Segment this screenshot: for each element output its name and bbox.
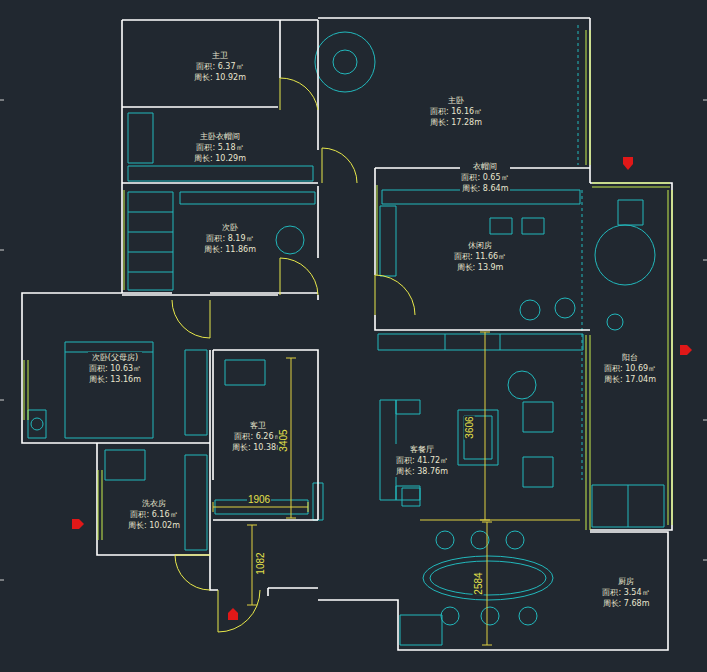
room-area: 次卧面积: 8.19㎡周长: 11.86m (124, 185, 316, 293)
furniture (28, 113, 664, 645)
chair-inner (333, 50, 357, 74)
room-label: 次卧面积: 8.19㎡周长: 11.86m (203, 222, 257, 255)
area-text: 面积: 11.66㎡ (453, 251, 507, 262)
room-name: 主卧衣帽间 (193, 131, 247, 142)
area-text: 面积: 3.54㎡ (601, 587, 650, 598)
room-name: 厨房 (601, 576, 650, 587)
room-area: 厨房面积: 3.54㎡周长: 7.68m (592, 534, 667, 648)
room-name: 主卫 (193, 50, 247, 61)
dining-chair (519, 607, 537, 625)
room-area: 阳台面积: 10.69㎡周长: 17.04m (592, 188, 667, 528)
furniture-round (31, 32, 655, 625)
perimeter-text: 周长: 11.86m (203, 244, 257, 255)
room-label: 主卧衣帽间面积: 5.18㎡周长: 10.29m (193, 131, 247, 164)
room-label: 主卫面积: 6.37㎡周长: 10.92m (193, 50, 247, 83)
area-text: 面积: 10.69㎡ (603, 363, 657, 374)
dining-chair (481, 607, 499, 625)
dining-table-inner (430, 561, 546, 595)
perimeter-text: 周长: 17.04m (603, 374, 657, 385)
dining-chair (471, 531, 489, 549)
windows (24, 30, 672, 540)
dimension-label: 3606 (464, 415, 475, 439)
room-name: 衣帽间 (460, 161, 509, 172)
entry-arrows (72, 157, 692, 620)
room-name: 主卧 (429, 95, 483, 106)
area-text: 面积: 6.37㎡ (193, 61, 247, 72)
curtain-line (578, 25, 582, 480)
room-label: 主卧面积: 16.16㎡周长: 17.28m (429, 95, 483, 128)
room-name: 阳台 (603, 352, 657, 363)
rug (508, 371, 536, 399)
room-area: 休闲房面积: 11.66㎡周长: 13.9m (377, 200, 585, 328)
room-area: 主卧面积: 16.16㎡周长: 17.28m (320, 20, 586, 166)
area-text: 面积: 16.16㎡ (429, 106, 483, 117)
perimeter-text: 周长: 17.28m (429, 117, 483, 128)
lamp (31, 418, 43, 430)
dining-chair (506, 531, 524, 549)
room-name: 洗衣房 (127, 498, 181, 509)
room-name: 客餐厅 (395, 444, 449, 455)
chair (276, 226, 304, 254)
room-name: 休闲房 (453, 240, 507, 251)
dimension-label: 1082 (255, 551, 266, 575)
room-area: 主卧衣帽间面积: 5.18㎡周长: 10.29m (124, 109, 316, 181)
perimeter-text: 周长: 13.16m (88, 374, 142, 385)
room-area: 主卫面积: 6.37㎡周长: 10.92m (124, 22, 278, 106)
arrow-marker (228, 608, 238, 620)
room-area: 洗衣房面积: 6.16㎡周长: 10.02m (99, 445, 209, 553)
edge-ticks (0, 100, 707, 580)
room-label: 洗衣房面积: 6.16㎡周长: 10.02m (127, 498, 181, 531)
arrow-marker (623, 157, 633, 170)
perimeter-text: 周长: 7.68m (601, 598, 650, 609)
room-area: 客餐厅面积: 41.72㎡周长: 38.76m (320, 332, 585, 648)
room-label: 衣帽间面积: 0.65㎡周长: 8.64m (460, 161, 509, 194)
door-swings (172, 78, 415, 632)
dining-table (423, 556, 553, 600)
rug (595, 225, 655, 285)
dimension-lines (213, 332, 580, 645)
dining-chair (436, 531, 454, 549)
perimeter-text: 周长: 38.76m (395, 466, 449, 477)
perimeter-text: 周长: 13.9m (453, 262, 507, 273)
room-label: 次卧(父母房)面积: 10.63㎡周长: 13.16m (88, 352, 142, 385)
perimeter-text: 周长: 10.92m (193, 72, 247, 83)
room-label: 阳台面积: 10.69㎡周长: 17.04m (603, 352, 657, 385)
room-label: 厨房面积: 3.54㎡周长: 7.68m (601, 576, 650, 609)
area-text: 面积: 0.65㎡ (460, 172, 509, 183)
area-text: 面积: 8.19㎡ (203, 233, 257, 244)
perimeter-text: 周长: 10.02m (127, 520, 181, 531)
dining-chair (441, 607, 459, 625)
arrow-marker (72, 519, 84, 529)
perimeter-text: 周长: 10.29m (193, 153, 247, 164)
room-label: 休闲房面积: 11.66㎡周长: 13.9m (453, 240, 507, 273)
room-area: 次卧(父母房)面积: 10.63㎡周长: 13.16m (24, 295, 209, 441)
walls (22, 18, 672, 650)
dimension-label: 3405 (278, 428, 289, 452)
dimension-label: 1906 (247, 494, 271, 505)
chair (315, 32, 375, 92)
room-area: 衣帽间面积: 0.65㎡周长: 8.64m (377, 158, 585, 198)
room-name: 次卧(父母房) (88, 352, 142, 363)
chair (555, 298, 575, 318)
arrow-marker (680, 345, 692, 355)
area-text: 面积: 10.63㎡ (88, 363, 142, 374)
chair (520, 300, 540, 320)
room-label: 客餐厅面积: 41.72㎡周长: 38.76m (395, 444, 449, 477)
plant (607, 314, 623, 330)
dimension-label: 2584 (473, 571, 484, 595)
area-text: 面积: 6.16㎡ (127, 509, 181, 520)
room-area: 客卫面积: 6.26㎡周长: 10.38m (215, 352, 316, 498)
room-name: 次卧 (203, 222, 257, 233)
area-text: 面积: 41.72㎡ (395, 455, 449, 466)
perimeter-text: 周长: 8.64m (460, 183, 509, 194)
area-text: 面积: 5.18㎡ (193, 142, 247, 153)
